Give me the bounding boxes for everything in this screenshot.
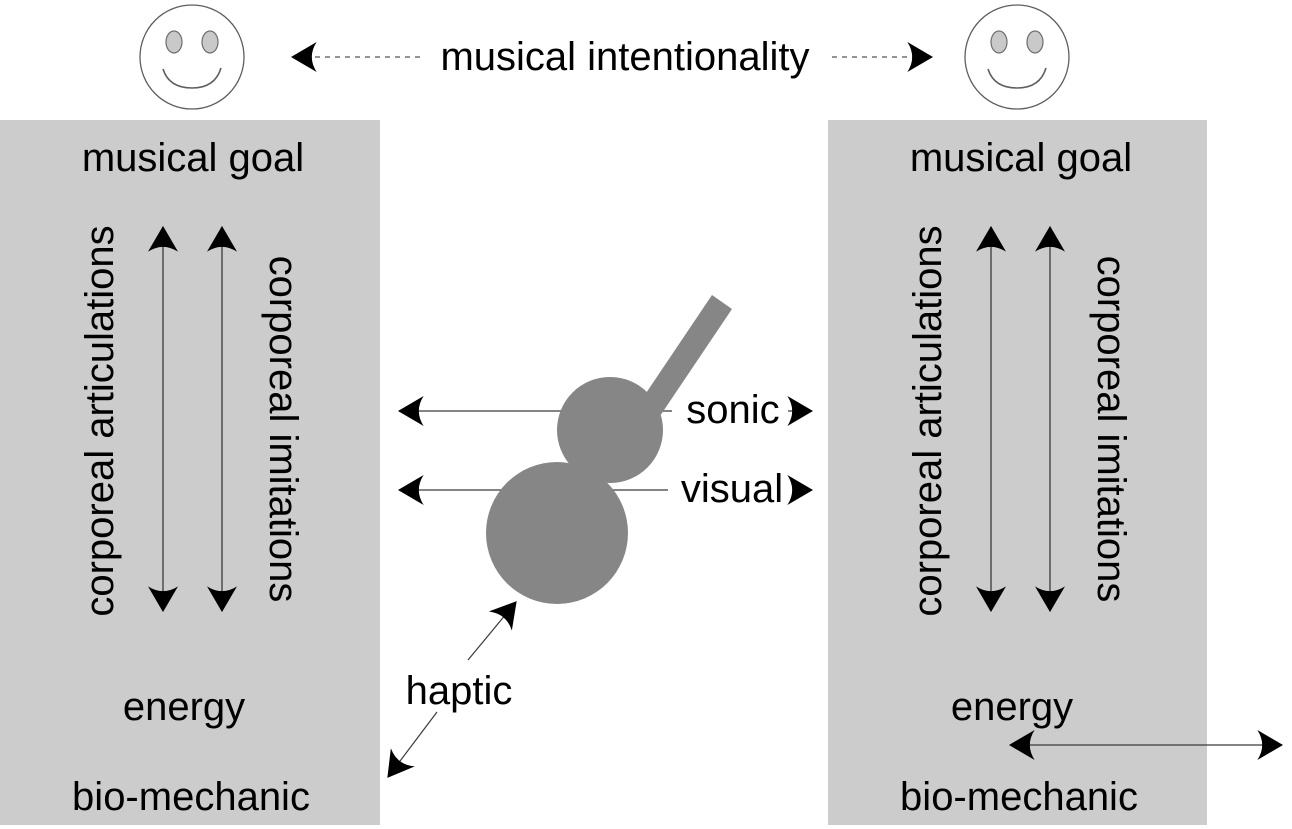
guitar-upper-body [557,377,663,483]
right-corporeal-articulations-label: corporeal articulations [906,225,950,617]
left-corporeal-imitations-label: corporeal imitations [261,255,305,603]
haptic-label: haptic [405,669,513,713]
right-eye-icon [1026,30,1044,54]
smile-icon [162,67,222,89]
left-eye-icon [165,30,183,54]
smiley-face-left-icon [139,4,245,110]
left-energy-label: energy [122,685,246,729]
face-outline [139,4,245,110]
left-person-box [0,120,380,825]
visual-label: visual [680,467,784,511]
right-musical-goal-label: musical goal [909,136,1133,180]
right-person-box [828,120,1207,825]
right-corporeal-imitations-label: corporeal imitations [1089,255,1133,603]
right-energy-label: energy [950,685,1074,729]
guitar-silhouette-icon [486,295,732,604]
left-corporeal-articulations-label: corporeal articulations [78,225,122,617]
right-bio-mechanic-label: bio-mechanic [900,775,1138,819]
left-musical-goal-label: musical goal [81,136,305,180]
right-eye-icon [201,30,219,54]
sonic-label: sonic [686,388,780,432]
smiley-face-right-icon [964,4,1070,110]
guitar-lower-body [486,462,628,604]
face-outline [964,4,1070,110]
left-eye-icon [990,30,1008,54]
left-bio-mechanic-label: bio-mechanic [72,775,310,819]
musical-intentionality-label: musical intentionality [440,35,810,79]
smile-icon [987,67,1047,89]
